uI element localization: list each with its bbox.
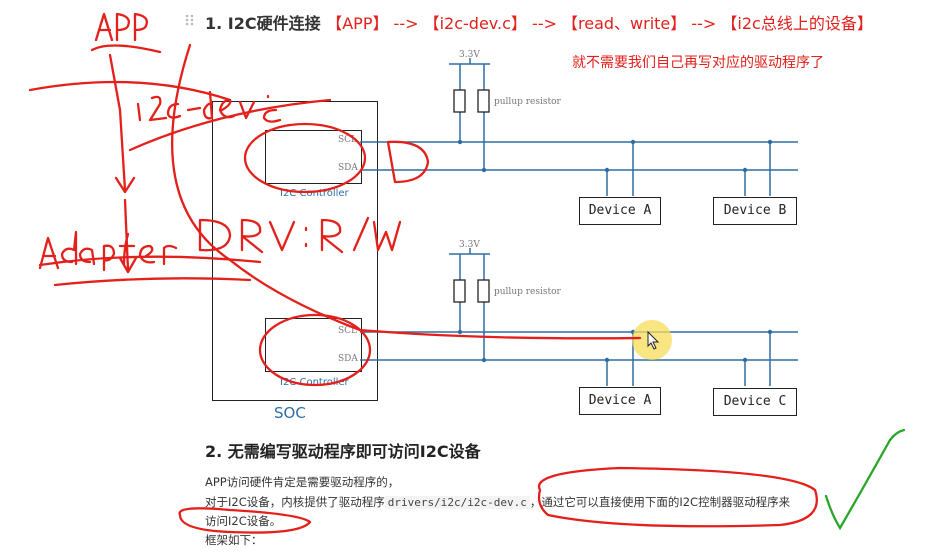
controller-label-top: I2C Controller: [280, 188, 349, 199]
paragraph-line-4: 框架如下：: [205, 533, 263, 547]
block-drag-handle-icon[interactable]: [184, 12, 196, 26]
sda-label-top: SDA: [338, 163, 358, 173]
paragraph-line-2-post: ，通过它可以直接使用下面的I2C控制器驱动程序来: [529, 495, 791, 509]
sda-label-bottom: SDA: [338, 354, 358, 364]
heading-chain: 【APP】 --> 【i2c-dev.c】 --> 【read、write】 -…: [326, 14, 873, 33]
soc-label: SOC: [274, 404, 306, 422]
voltage-label-bottom: 3.3V: [459, 240, 480, 250]
inline-code-path: drivers/i2c/i2c-dev.c: [384, 496, 530, 509]
pullup-label-top: pullup resistor: [494, 97, 561, 107]
paragraph-line-3: 访问I2C设备。: [205, 514, 282, 528]
scl-label-bottom: SCL: [338, 326, 358, 336]
device-c-bottom: Device C: [713, 388, 797, 416]
device-a-top: Device A: [579, 197, 661, 225]
voltage-label-top: 3.3V: [459, 50, 480, 60]
device-a-bottom: Device A: [579, 387, 661, 415]
heading-title: I2C硬件连接: [227, 14, 321, 33]
i2c-controller-top: [265, 130, 362, 184]
paragraph-line-2-pre: 对于I2C设备，内核提供了驱动程序: [205, 495, 385, 509]
paragraph-line-1: APP访问硬件肯定是需要驱动程序的，: [205, 475, 400, 489]
section-heading-2: 2. 无需编写驱动程序即可访问I2C设备: [205, 442, 481, 461]
section-heading-1: 1. I2C硬件连接 【APP】 --> 【i2c-dev.c】 --> 【re…: [205, 10, 873, 34]
heading-number: 1.: [205, 14, 223, 33]
i2c-controller-bottom: [265, 318, 362, 372]
red-note: 就不需要我们自己再写对应的驱动程序了: [572, 55, 824, 71]
controller-label-bottom: I2C Controller: [280, 377, 349, 388]
scl-label-top: SCL: [338, 135, 358, 145]
pullup-label-bottom: pullup resistor: [494, 287, 561, 297]
device-b-top: Device B: [713, 197, 797, 225]
